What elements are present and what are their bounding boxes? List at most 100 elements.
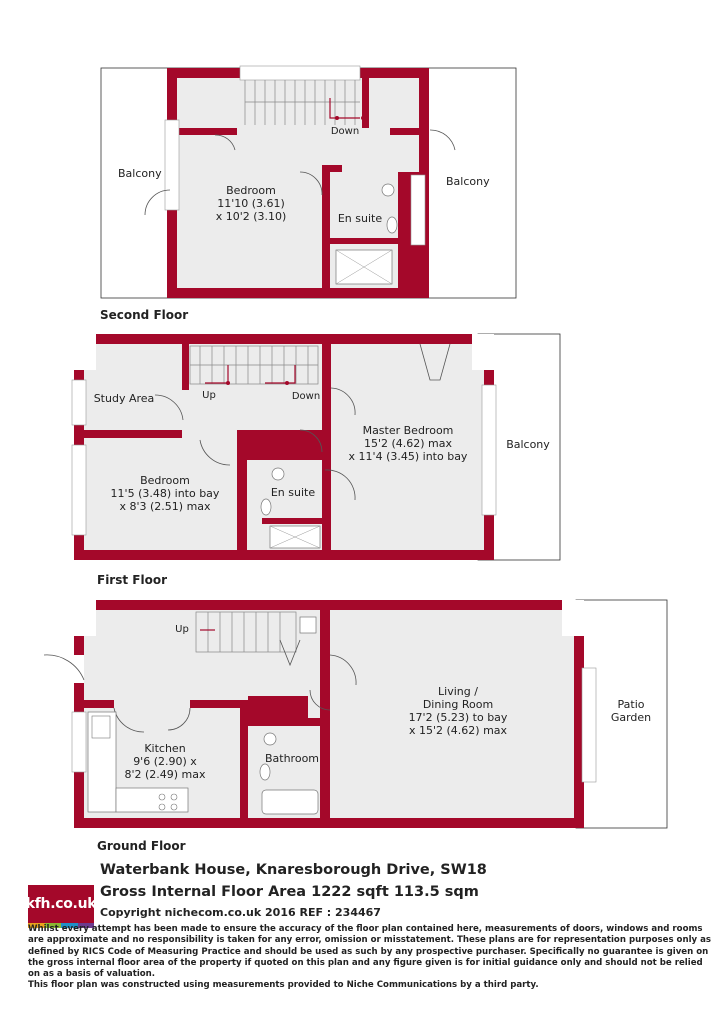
ground-floor: Up Living / Dining Room 17'2 (5.23) to b… bbox=[43, 600, 651, 853]
kitchen-wall-right bbox=[240, 700, 248, 818]
notch bbox=[562, 600, 584, 636]
second-floor-title: Second Floor bbox=[100, 308, 188, 322]
study-window bbox=[71, 379, 87, 426]
first-floor-title: First Floor bbox=[97, 573, 167, 587]
balcony-right-label: Balcony bbox=[446, 175, 490, 188]
second-floor-stairs bbox=[244, 80, 360, 125]
bedroom-door-arc bbox=[199, 439, 231, 466]
basin bbox=[386, 216, 398, 234]
second-floor: Balcony Balcony Bedroom 11'10 (3.61) x 1… bbox=[100, 65, 490, 322]
master-bedroom-dim2: x 11'4 (3.45) into bay bbox=[349, 450, 468, 463]
first-floor-stairs bbox=[189, 345, 319, 385]
stair-dot bbox=[335, 116, 339, 120]
bedroom-label: Bedroom bbox=[226, 184, 276, 197]
master-bedroom-label: Master Bedroom bbox=[363, 424, 454, 437]
notch bbox=[74, 600, 96, 636]
study-label: Study Area bbox=[94, 392, 155, 405]
notch bbox=[472, 334, 494, 370]
bedroom-dim1: 11'10 (3.61) bbox=[217, 197, 285, 210]
stair-arrow bbox=[329, 98, 360, 119]
top-window bbox=[239, 65, 361, 81]
master-window bbox=[481, 384, 497, 516]
up-label: Up bbox=[175, 624, 189, 635]
floor-plan: Balcony Balcony Bedroom 11'10 (3.61) x 1… bbox=[43, 65, 668, 853]
down-arrow bbox=[265, 365, 296, 384]
bathroom-wall-top bbox=[248, 718, 320, 726]
logo-color-bars bbox=[28, 923, 94, 928]
landing-wall-left bbox=[177, 128, 237, 135]
disclaimer-text: Whilst every attempt has been made to en… bbox=[28, 924, 712, 980]
ensuite-door-arc bbox=[299, 429, 323, 453]
kitchen-window bbox=[71, 711, 87, 773]
shower-wall bbox=[262, 518, 322, 524]
kfh-logo[interactable]: kfh.co.uk bbox=[25, 885, 97, 923]
cupboard-wall bbox=[362, 78, 369, 128]
balcony-left-label: Balcony bbox=[118, 167, 162, 180]
hob bbox=[170, 793, 178, 801]
study-wall bbox=[84, 430, 182, 438]
kitchen-dim2: 8'2 (2.49) max bbox=[124, 768, 206, 781]
hob bbox=[158, 803, 166, 811]
entrance-gap bbox=[44, 655, 84, 683]
ensuite-wall bbox=[322, 165, 330, 288]
living-door-arc bbox=[309, 689, 331, 711]
living-door-arc bbox=[329, 654, 357, 686]
cupboard-doors bbox=[279, 639, 301, 667]
front-door-arc bbox=[43, 654, 85, 681]
stair-wall-left bbox=[182, 344, 189, 390]
notch bbox=[74, 334, 96, 370]
kitchen-wall-top-right bbox=[190, 700, 240, 708]
property-address: Waterbank House, Knaresborough Drive, SW… bbox=[100, 862, 487, 878]
toilet bbox=[263, 732, 277, 746]
disclaimer-text-2: This floor plan was constructed using me… bbox=[28, 980, 539, 991]
disclaimer: Whilst every attempt has been made to en… bbox=[28, 924, 712, 992]
down-label: Down bbox=[331, 126, 359, 137]
living-label-1: Living / bbox=[438, 685, 478, 698]
master-door-arc bbox=[330, 387, 356, 416]
ensuite-wall-left bbox=[237, 452, 247, 550]
bedroom-dim2: x 10'2 (3.10) bbox=[216, 210, 287, 223]
study-door-arc bbox=[154, 394, 184, 421]
kitchen-label: Kitchen bbox=[144, 742, 185, 755]
core-wall bbox=[237, 430, 322, 452]
patio-label-2: Garden bbox=[611, 711, 651, 724]
ensuite-label: En suite bbox=[338, 212, 382, 225]
ensuite-wall-top bbox=[322, 165, 342, 172]
kitchen-dim1: 9'6 (2.90) x bbox=[133, 755, 197, 768]
bedroom-window bbox=[71, 444, 87, 536]
down-label: Down bbox=[292, 391, 320, 402]
stair-dot bbox=[361, 116, 365, 120]
bedroom-door-arc bbox=[214, 134, 236, 151]
kitchen-sink bbox=[91, 715, 111, 739]
meter-cupboard bbox=[299, 616, 317, 634]
living-dim2: x 15'2 (4.62) max bbox=[409, 724, 508, 737]
wardrobe-doors bbox=[419, 343, 451, 381]
bedroom-dim2: x 8'3 (2.51) max bbox=[119, 500, 211, 513]
balcony-door-arc bbox=[429, 129, 456, 151]
bathroom-label: Bathroom bbox=[265, 752, 319, 765]
basin bbox=[259, 763, 271, 781]
hob bbox=[170, 803, 178, 811]
patio-doors bbox=[581, 667, 597, 783]
ensuite-wall-top bbox=[247, 452, 322, 460]
bedroom-label: Bedroom bbox=[140, 474, 190, 487]
basin bbox=[260, 498, 272, 516]
ensuite-door-arc bbox=[324, 469, 356, 501]
core-block bbox=[248, 696, 308, 718]
kitchen-worktop bbox=[115, 787, 189, 813]
patio-label-1: Patio bbox=[618, 698, 645, 711]
ground-floor-title: Ground Floor bbox=[97, 839, 186, 853]
living-dim1: 17'2 (5.23) to bay bbox=[409, 711, 508, 724]
left-window bbox=[164, 119, 180, 211]
toilet bbox=[381, 183, 395, 197]
balcony-door-arc bbox=[144, 189, 171, 216]
logo-text: kfh.co.uk bbox=[25, 896, 97, 912]
living-label-2: Dining Room bbox=[423, 698, 493, 711]
hob bbox=[158, 793, 166, 801]
bedroom-dim1: 11'5 (3.48) into bay bbox=[111, 487, 220, 500]
first-floor: Study Area Up Down Master Bedroom 15'2 (… bbox=[71, 334, 550, 587]
master-bedroom-dim1: 15'2 (4.62) max bbox=[364, 437, 453, 450]
kitchen-wall-top bbox=[84, 700, 114, 708]
balcony-label: Balcony bbox=[506, 438, 550, 451]
ensuite-label: En suite bbox=[271, 486, 315, 499]
